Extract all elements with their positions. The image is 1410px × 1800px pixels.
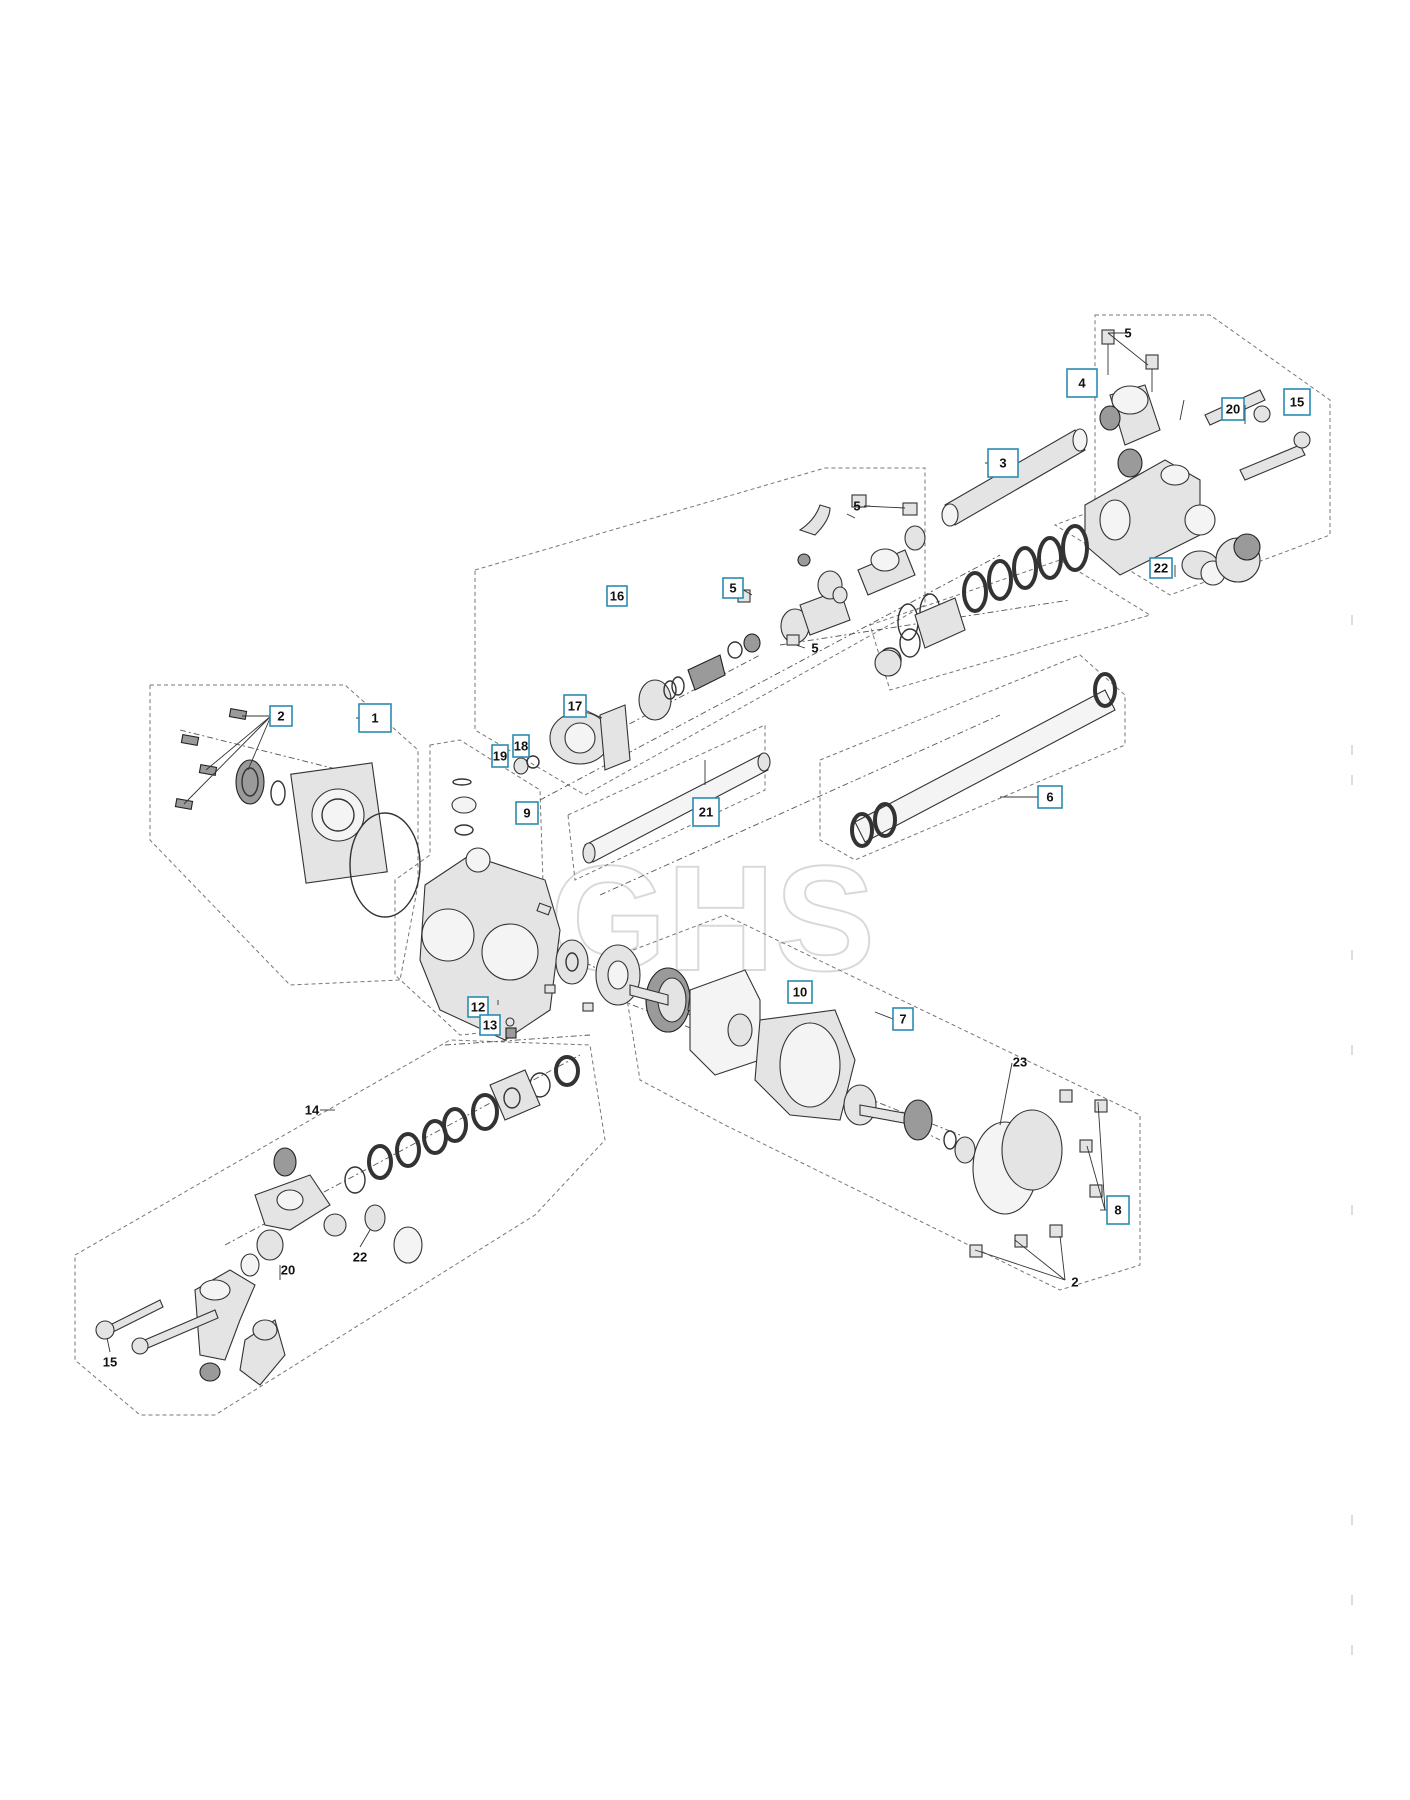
- callout-box: [563, 694, 587, 718]
- callout-number: 20: [1226, 402, 1240, 417]
- callout-c15b: 15: [103, 1355, 117, 1370]
- shaft-21: [582, 752, 771, 864]
- callout-number: 10: [793, 985, 807, 1000]
- callout-c5c: 5: [722, 577, 744, 599]
- callout-number: 17: [568, 699, 582, 714]
- callout-c22a: 22: [1149, 557, 1173, 579]
- callout-number: 5: [729, 581, 736, 596]
- callout-box: [692, 797, 720, 827]
- callout-number: 22: [1154, 561, 1168, 576]
- callout-box: [479, 1014, 501, 1036]
- callout-c2: 2: [269, 705, 293, 727]
- callout-number: 13: [483, 1018, 497, 1033]
- callout-box: [1066, 368, 1098, 398]
- callout-box: [1037, 785, 1063, 809]
- callout-number: 5: [811, 641, 818, 656]
- callout-box: [892, 1007, 914, 1031]
- callout-c23: 23: [1013, 1055, 1027, 1070]
- callout-box: [491, 744, 509, 768]
- callout-c8: 8: [1106, 1195, 1130, 1225]
- middle-seal-stack: [874, 524, 1089, 677]
- callout-box: [1221, 397, 1245, 421]
- callout-c5b: 5: [853, 499, 860, 514]
- callout-box: [269, 705, 293, 727]
- callout-number: 6: [1046, 790, 1053, 805]
- callout-number: 20: [281, 1263, 295, 1278]
- callout-c20b: 20: [281, 1263, 295, 1278]
- callout-c17: 17: [563, 694, 587, 718]
- callout-c16: 16: [606, 585, 628, 607]
- callout-number: 12: [471, 1000, 485, 1015]
- callout-number: 2: [277, 709, 284, 724]
- callout-number: 3: [999, 456, 1006, 471]
- gearbox-cover-assembly: [689, 969, 1108, 1258]
- lower-manifold-assembly: [95, 1055, 580, 1386]
- end-cover-assembly: [174, 708, 421, 918]
- callout-number: 19: [493, 749, 507, 764]
- callout-number: 14: [305, 1103, 320, 1118]
- callout-c10: 10: [787, 980, 813, 1004]
- callout-c7: 7: [892, 1007, 914, 1031]
- callout-number: 5: [853, 499, 860, 514]
- callout-number: 2: [1071, 1275, 1078, 1290]
- callout-number: 4: [1078, 376, 1086, 391]
- callout-c1: 1: [358, 703, 392, 733]
- callout-box: [1283, 388, 1311, 416]
- callout-c12: 12: [467, 996, 489, 1018]
- callout-c14: 14: [305, 1103, 320, 1118]
- callout-c18: 18: [512, 734, 530, 758]
- callout-c19: 19: [491, 744, 509, 768]
- callout-c21: 21: [692, 797, 720, 827]
- callout-c2b: 2: [1071, 1275, 1078, 1290]
- callout-box: [512, 734, 530, 758]
- callout-c13: 13: [479, 1014, 501, 1036]
- upper-manifold-assembly: [1084, 329, 1311, 586]
- callout-number: 8: [1114, 1203, 1121, 1218]
- callout-box: [515, 801, 539, 825]
- callout-number: 7: [899, 1012, 906, 1027]
- callout-box: [722, 577, 744, 599]
- callout-c5d: 5: [811, 641, 818, 656]
- callout-box: [787, 980, 813, 1004]
- callout-c4: 4: [1066, 368, 1098, 398]
- callout-c5a: 5: [1124, 326, 1131, 341]
- pump-housing: [419, 778, 594, 1041]
- callout-number: 22: [353, 1250, 367, 1265]
- callout-c9: 9: [515, 801, 539, 825]
- callout-c6: 6: [1037, 785, 1063, 809]
- callout-labels: 1234555567891012131415151617181920202122…: [103, 326, 1311, 1370]
- callout-number: 23: [1013, 1055, 1027, 1070]
- callout-number: 15: [1290, 395, 1304, 410]
- callout-number: 15: [103, 1355, 117, 1370]
- callout-c15a: 15: [1283, 388, 1311, 416]
- callout-number: 16: [610, 589, 624, 604]
- callout-box: [606, 585, 628, 607]
- callout-box: [467, 996, 489, 1018]
- callout-number: 18: [514, 739, 528, 754]
- callout-c3: 3: [987, 448, 1019, 478]
- callout-number: 5: [1124, 326, 1131, 341]
- callout-box: [987, 448, 1019, 478]
- callout-box: [358, 703, 392, 733]
- callout-number: 21: [699, 805, 713, 820]
- callout-c22b: 22: [353, 1250, 367, 1265]
- callout-number: 1: [371, 711, 378, 726]
- callout-c20a: 20: [1221, 397, 1245, 421]
- upper-valve-assembly: [513, 494, 926, 775]
- callout-box: [1149, 557, 1173, 579]
- rod-6: [850, 672, 1117, 848]
- callout-number: 9: [523, 806, 530, 821]
- callout-box: [1106, 1195, 1130, 1225]
